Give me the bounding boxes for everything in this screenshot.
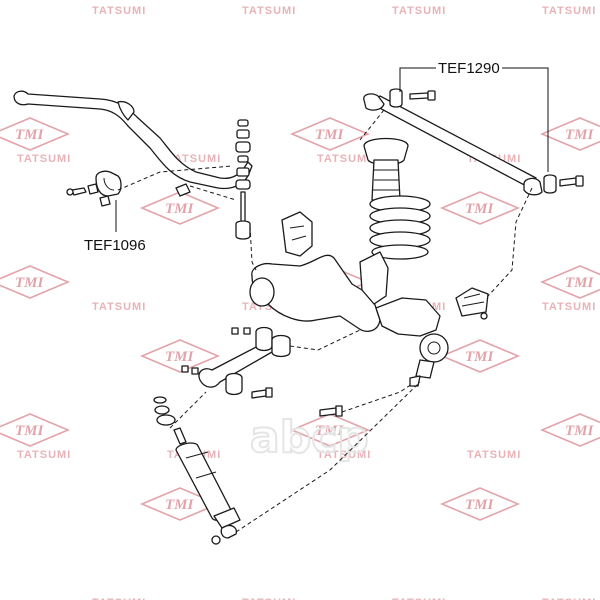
watermark-brand-text: TATSUMI [242,5,296,17]
watermark-tmi-logo: TMI [539,265,600,299]
watermark-brand-text: TATSUMI [17,449,71,461]
watermark-brand-text: TATSUMI [92,301,146,313]
watermark-logo-text: TMI [15,127,45,143]
watermark-tmi-logo: TMI [439,339,521,373]
watermark-tmi-logo: TMI [289,413,371,447]
watermark-brand-text: TATSUMI [392,597,446,600]
watermark-logo-text: TMI [565,275,595,291]
watermark-brand-text: TATSUMI [17,153,71,165]
watermark-brand-text: TATSUMI [467,449,521,461]
shock-absorber [153,396,241,545]
watermark-logo-text: TMI [315,127,345,143]
watermark-logo-text: TMI [565,127,595,143]
watermark-brand-text: TATSUMI [92,597,146,600]
callout-label-tef1096: TEF1096 [84,237,146,254]
watermark-tmi-logo: TMI [289,117,371,151]
watermark-logo-text: TMI [315,423,345,439]
watermark-brand-text: TATSUMI [92,5,146,17]
stabilizer-bar [13,90,253,197]
tef1096-bushing [66,170,122,207]
coil-spring [369,195,431,260]
coil-spring-assembly [363,137,431,260]
callout-tef1096: TEF1096 [84,200,146,254]
watermark-logo-text: TMI [465,349,495,365]
watermark-brand-text: TATSUMI [542,597,596,600]
callout-label-tef1290: TEF1290 [438,60,500,77]
watermark-tmi-logo: TMI [139,339,221,373]
watermark-tmi-logo: TMI [0,413,71,447]
watermark-tmi-logo: TMI [439,487,521,521]
watermark-brand-text: TATSUMI [242,597,296,600]
watermark-logo-text: TMI [165,349,195,365]
watermark-tmi-logo: TMI [539,413,600,447]
watermark-logo-text: TMI [165,201,195,217]
watermark-tmi-logo: TMI [0,117,71,151]
watermark-brand-text: TATSUMI [542,5,596,17]
watermark-brand-text: TATSUMI [317,449,371,461]
abcp-stamp: abcp [249,411,370,464]
watermark-logo-text: TMI [465,497,495,513]
lower-control-rod [181,326,343,417]
watermark-logo-text: TMI [15,275,45,291]
assembly-lines [117,109,533,533]
bump-stopper [455,287,489,320]
lateral-rod [363,88,584,196]
watermark-brand-text: TATSUMI [542,301,596,313]
stabilizer-link [235,119,251,240]
watermark-logo-text: TMI [565,423,595,439]
watermark-brand-text: TATSUMI [317,153,371,165]
callout-tef1290: TEF1290 [399,60,549,172]
watermark-logo-text: TMI [165,497,195,513]
watermark-tmi-logo: TMI [539,117,600,151]
watermark-tmi-logo: TMI [439,191,521,225]
axle-housing [249,211,449,387]
watermark-logo-text: TMI [465,201,495,217]
watermark-brand-text: TATSUMI [392,5,446,17]
watermark-tmi-logo: TMI [139,191,221,225]
abcp-stamp-text: abcp [250,412,369,463]
watermark-logo-text: TMI [15,423,45,439]
watermark-tmi-logo: TMI [0,265,71,299]
